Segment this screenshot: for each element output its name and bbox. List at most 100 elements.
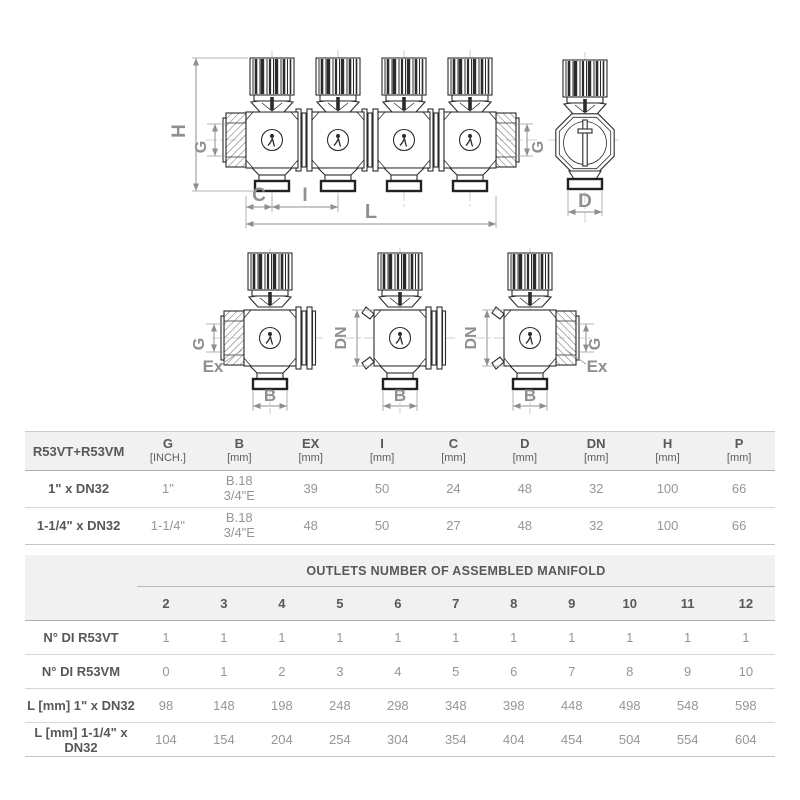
- column-header-d: D[mm]: [489, 431, 561, 471]
- technical-drawing: H G G C I L: [169, 50, 622, 414]
- outlets-title-row: OUTLETS NUMBER OF ASSEMBLED MANIFOLD: [25, 555, 775, 621]
- table-cell: 404: [484, 722, 543, 757]
- table-cell: 39: [274, 470, 347, 508]
- table-cell: 6: [484, 654, 543, 689]
- table-cell: 204: [252, 722, 311, 757]
- dim-label-c: C: [252, 185, 266, 206]
- table-cell: 454: [542, 722, 601, 757]
- row-label: L [mm] 1-1/4" x DN32: [25, 722, 137, 757]
- table-cell: 9: [658, 654, 717, 689]
- dim-label-g-detail1: G: [191, 338, 208, 350]
- dimensions-header-row: R53VT+R53VM G[INCH.] B[mm] EX[mm] I[mm] …: [25, 431, 775, 471]
- table-cell: 248: [310, 688, 369, 723]
- table-cell: 1: [194, 654, 253, 689]
- table-cell: 598: [716, 688, 775, 723]
- outlet-count: 9: [542, 586, 601, 621]
- dim-label-dn-detail2: DN: [333, 326, 350, 349]
- table-cell: 100: [631, 507, 704, 545]
- outlets-table: OUTLETS NUMBER OF ASSEMBLED MANIFOLD 2 3…: [25, 555, 775, 757]
- table-cell: 354: [426, 722, 485, 757]
- valve-side-view: D: [548, 52, 622, 224]
- outlet-count: 11: [658, 586, 717, 621]
- column-header-h: H[mm]: [631, 431, 704, 471]
- table-cell: 1-1/4": [132, 507, 204, 545]
- dim-label-l: L: [365, 201, 377, 223]
- table-cell: 1: [252, 620, 311, 655]
- table-cell: 498: [600, 688, 659, 723]
- column-header-ex: EX[mm]: [274, 431, 347, 471]
- table-cell: 4: [368, 654, 427, 689]
- row-label: L [mm] 1" x DN32: [25, 688, 137, 723]
- row-label: N° DI R53VT: [25, 620, 137, 655]
- table-cell: 10: [716, 654, 775, 689]
- row-label: N° DI R53VM: [25, 654, 137, 689]
- dim-label-b-detail1: B: [264, 386, 276, 405]
- column-header-dn: DN[mm]: [560, 431, 632, 471]
- table-cell: 50: [346, 470, 418, 508]
- table-cell: 448: [542, 688, 601, 723]
- table-cell: 1: [600, 620, 659, 655]
- table-row: N° DI R53VT 1 1 1 1 1 1 1 1 1 1 1: [25, 620, 775, 655]
- valve-detail-left: G Ex B: [191, 248, 326, 414]
- table-cell: 1: [136, 620, 195, 655]
- table-cell: 7: [542, 654, 601, 689]
- dim-label-d: D: [578, 191, 592, 212]
- outlets-count-row: 2 3 4 5 6 7 8 9 10 11 12: [25, 586, 775, 621]
- table-cell: 254: [310, 722, 369, 757]
- table-cell: 1: [426, 620, 485, 655]
- table-cell: 66: [703, 507, 775, 545]
- outlet-count: 4: [252, 586, 311, 621]
- table-cell: 398: [484, 688, 543, 723]
- product-code-header: R53VT+R53VM: [25, 431, 133, 471]
- dim-label-g-right: G: [530, 141, 547, 153]
- valve-detail-middle: DN B: [333, 248, 456, 414]
- table-cell: 48: [489, 507, 561, 545]
- dim-label-b-detail2: B: [394, 386, 406, 405]
- dim-label-g-left: G: [193, 141, 210, 153]
- dim-label-ex-detail3: Ex: [587, 357, 608, 376]
- dimensions-table: R53VT+R53VM G[INCH.] B[mm] EX[mm] I[mm] …: [25, 431, 775, 545]
- table-cell: 27: [417, 507, 490, 545]
- table-row: N° DI R53VM 0 1 2 3 4 5 6 7 8 9 10: [25, 654, 775, 689]
- table-cell: 5: [426, 654, 485, 689]
- table-cell: 32: [560, 470, 632, 508]
- outlet-count: 5: [310, 586, 369, 621]
- table-cell: 1: [194, 620, 253, 655]
- table-cell: 148: [194, 688, 253, 723]
- table-cell: 154: [194, 722, 253, 757]
- table-cell: 198: [252, 688, 311, 723]
- table-cell: 298: [368, 688, 427, 723]
- column-header-b: B[mm]: [203, 431, 275, 471]
- table-cell: 66: [703, 470, 775, 508]
- table-cell: 1: [310, 620, 369, 655]
- table-cell: 0: [136, 654, 195, 689]
- valve-detail-right: DN G Ex B: [463, 248, 608, 414]
- table-cell: 32: [560, 507, 632, 545]
- table-cell: 3: [310, 654, 369, 689]
- table-cell: 24: [417, 470, 490, 508]
- column-header-p: P[mm]: [703, 431, 775, 471]
- dim-label-dn-detail3: DN: [463, 326, 480, 349]
- outlets-title: OUTLETS NUMBER OF ASSEMBLED MANIFOLD: [136, 555, 775, 587]
- table-cell: 348: [426, 688, 485, 723]
- outlet-count: 7: [426, 586, 485, 621]
- table-cell: 1": [132, 470, 204, 508]
- outlet-count: 8: [484, 586, 543, 621]
- dim-label-b-detail3: B: [524, 386, 536, 405]
- table-cell: 504: [600, 722, 659, 757]
- dim-label-ex-detail1: Ex: [203, 357, 224, 376]
- dim-label-h: H: [169, 124, 190, 138]
- table-cell: 2: [252, 654, 311, 689]
- outlet-count: 2: [136, 586, 195, 621]
- spec-tables: R53VT+R53VM G[INCH.] B[mm] EX[mm] I[mm] …: [25, 431, 775, 757]
- outlet-count: 3: [194, 586, 253, 621]
- table-cell: 604: [716, 722, 775, 757]
- table-row: L [mm] 1" x DN32 98 148 198 248 298 348 …: [25, 688, 775, 723]
- row-label: 1" x DN32: [25, 470, 133, 508]
- row-label: 1-1/4" x DN32: [25, 507, 133, 545]
- table-cell: 104: [136, 722, 195, 757]
